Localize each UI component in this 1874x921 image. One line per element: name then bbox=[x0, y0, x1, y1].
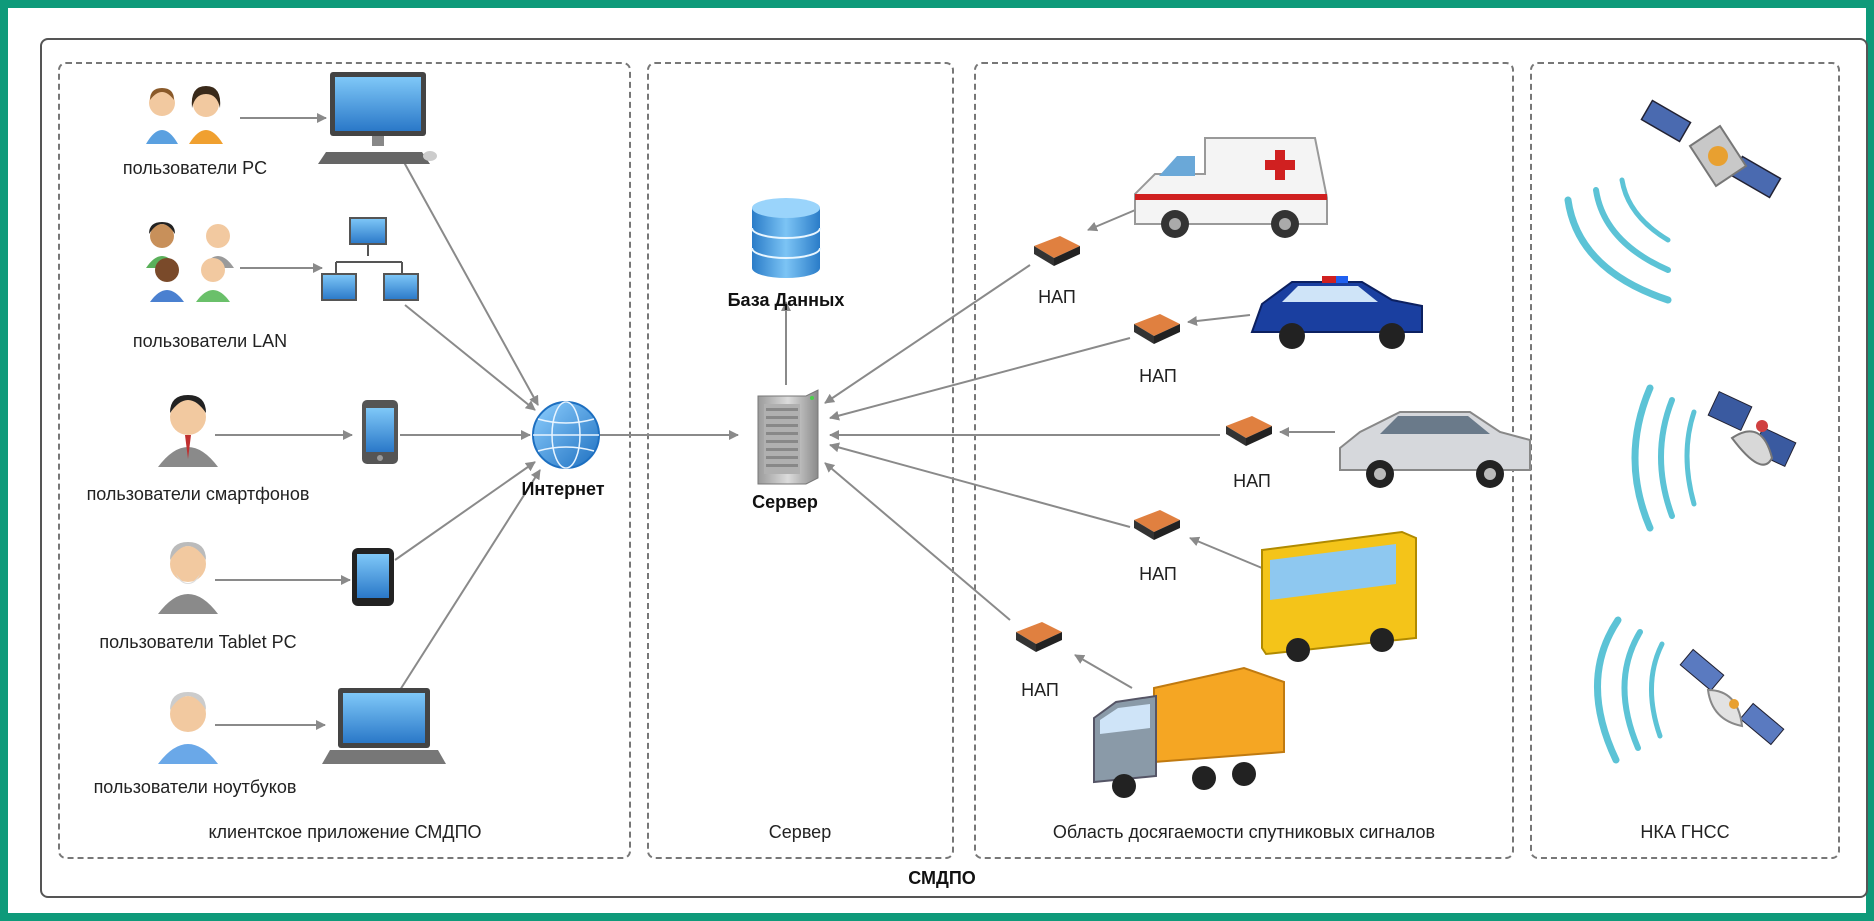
arrow-ambulance-to-nap bbox=[1087, 207, 1141, 232]
arrow-truck-to-nap bbox=[1074, 654, 1133, 689]
signal-waves-icon bbox=[1564, 177, 1697, 764]
arrow-lan-to-internet bbox=[404, 304, 536, 411]
arrow-nap5-to-server bbox=[824, 462, 1011, 621]
arrow-tablet-to-internet bbox=[394, 461, 536, 561]
bus-icon bbox=[1261, 530, 1417, 662]
nap-label: НАП bbox=[1139, 564, 1177, 584]
gnss-group-label: НКА ГНСС bbox=[1640, 822, 1729, 842]
elderly-man-icon bbox=[158, 542, 218, 614]
desktop-pc-icon bbox=[318, 72, 437, 164]
tablet-users-label: пользователи Tablet PC bbox=[99, 632, 296, 652]
arrow-police-to-nap bbox=[1187, 314, 1251, 326]
laptop-users-label: пользователи ноутбуков bbox=[94, 777, 297, 797]
truck-icon bbox=[1093, 666, 1285, 798]
tablet-icon bbox=[352, 548, 394, 606]
nap-device-icon bbox=[1134, 314, 1180, 344]
internet-label: Интернет bbox=[521, 479, 604, 499]
database-icon bbox=[751, 198, 821, 278]
server-group-label: Сервер bbox=[769, 822, 831, 842]
server-group bbox=[647, 62, 954, 859]
smdpo-system-border bbox=[40, 38, 1868, 898]
database-label: База Данных bbox=[728, 290, 845, 310]
server-tower-icon bbox=[757, 389, 819, 485]
server-node-label: Сервер bbox=[752, 492, 818, 512]
police-car-icon bbox=[1250, 276, 1423, 349]
arrow-nap2-to-server bbox=[829, 337, 1131, 421]
ambulance-icon bbox=[1134, 137, 1328, 238]
arrow-pc-to-internet bbox=[399, 154, 539, 406]
satellite-icon bbox=[1640, 99, 1782, 199]
arrow-nap1-to-server bbox=[824, 264, 1031, 404]
system-label: СМДПО bbox=[908, 868, 976, 888]
clients-group-label: клиентское приложение СМДПО bbox=[208, 822, 481, 842]
nap-label: НАП bbox=[1021, 680, 1059, 700]
arrow-bus-to-nap bbox=[1189, 536, 1263, 569]
nap-device-icon bbox=[1034, 236, 1080, 266]
nap-device-icon bbox=[1016, 622, 1062, 652]
lan-network-icon bbox=[321, 217, 419, 301]
user-pair-icon bbox=[146, 86, 223, 144]
satellite-icon bbox=[1707, 390, 1797, 468]
smartphone-users-label: пользователи смартфонов bbox=[87, 484, 310, 504]
nap-label: НАП bbox=[1038, 287, 1076, 307]
signals-group-label: Область досягаемости спутниковых сигнало… bbox=[1053, 822, 1435, 842]
nap-device-icon bbox=[1134, 510, 1180, 540]
internet-globe-icon bbox=[532, 401, 600, 469]
nap-label: НАП bbox=[1139, 366, 1177, 386]
user-group-icon bbox=[146, 222, 234, 302]
clients-group bbox=[58, 62, 631, 859]
sedan-car-icon bbox=[1339, 411, 1531, 488]
satellite-icon bbox=[1679, 648, 1785, 746]
businessman-icon bbox=[158, 395, 218, 467]
laptop-icon bbox=[322, 688, 446, 764]
smartphone-icon bbox=[362, 400, 398, 464]
lan-users-label: пользователи LAN bbox=[133, 331, 287, 351]
arrow-laptop-to-internet bbox=[399, 469, 541, 691]
pc-users-label: пользователи PC bbox=[123, 158, 267, 178]
arrow-nap4-to-server bbox=[829, 442, 1131, 528]
nap-label: НАП bbox=[1233, 471, 1271, 491]
nap-device-icon bbox=[1226, 416, 1272, 446]
connections bbox=[215, 113, 1335, 730]
senior-user-icon bbox=[158, 692, 218, 764]
